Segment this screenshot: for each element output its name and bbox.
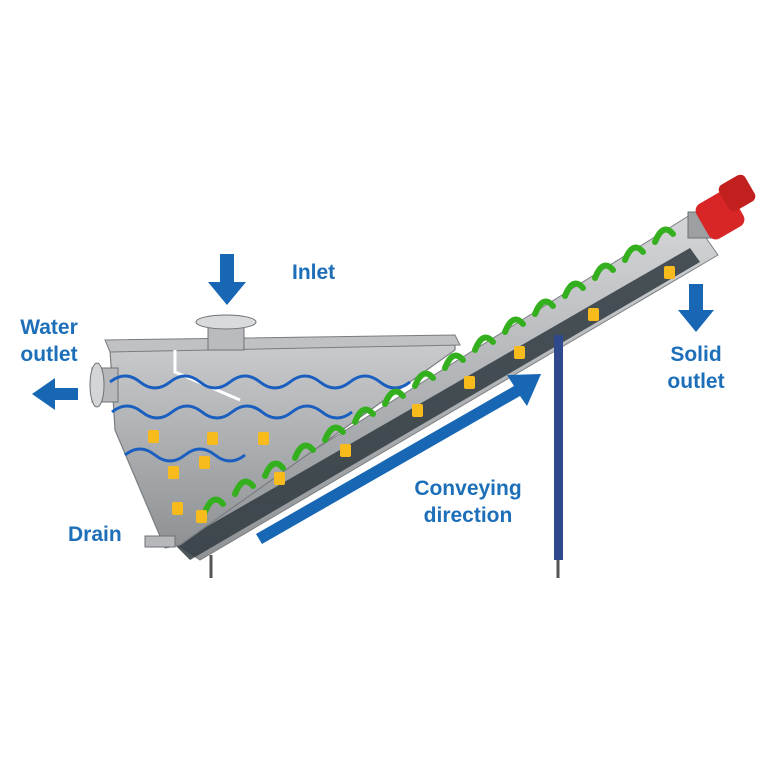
screw-trough bbox=[175, 248, 700, 560]
inlet-label: Inlet bbox=[292, 261, 336, 284]
screw-conveyor bbox=[202, 226, 676, 515]
conveying-direction-label: Conveying direction bbox=[414, 477, 522, 527]
tank-top bbox=[104, 334, 461, 353]
drain-pipe bbox=[144, 535, 176, 548]
diagonal-arrow-icon bbox=[256, 374, 541, 544]
baffle bbox=[173, 350, 241, 402]
drain-label: Drain bbox=[68, 523, 122, 546]
down-arrow-icon bbox=[208, 254, 246, 305]
support-column bbox=[554, 335, 563, 560]
left-arrow-icon bbox=[32, 378, 78, 410]
inlet-flange bbox=[195, 314, 257, 330]
down-arrow-icon bbox=[678, 284, 714, 332]
water-wave-3 bbox=[124, 447, 246, 463]
water-wave-1 bbox=[109, 374, 411, 390]
motor-icon bbox=[687, 174, 756, 240]
water-wave-2 bbox=[111, 404, 353, 420]
water-outlet-flange bbox=[89, 362, 105, 408]
solid-particles bbox=[148, 266, 675, 523]
water-outlet-label: Water outlet bbox=[20, 316, 78, 366]
solid-outlet-label: Solid outlet bbox=[667, 343, 725, 393]
